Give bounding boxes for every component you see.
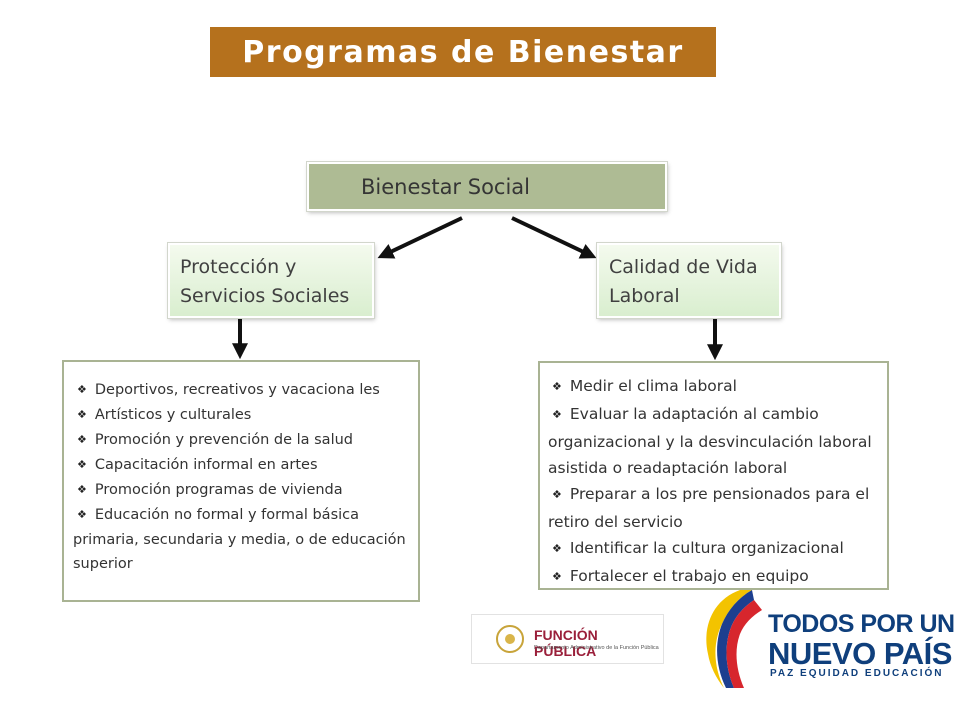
list-item: ❖ Fortalecer el trabajo en equipo [548, 563, 879, 591]
list-item: ❖ Identificar la cultura organizacional [548, 535, 879, 563]
root-node-bienestar-social: Bienestar Social [307, 162, 667, 211]
list-item: ❖Evaluar la adaptación al cambio organiz… [548, 401, 879, 481]
list-item-text: Medir el clima laboral [569, 377, 737, 395]
diamond-bullet-icon: ❖ [77, 483, 87, 496]
funcion-publica-logo: FUNCIÓN PÚBLICA Departamento Administrat… [471, 614, 664, 664]
list-item: ❖ Promoción programas de vivienda [73, 478, 409, 503]
root-node-label: Bienestar Social [361, 174, 531, 199]
nuevo-pais-line1: TODOS POR UN [768, 610, 955, 638]
diamond-bullet-icon: ❖ [552, 380, 562, 393]
funcion-publica-name: FUNCIÓN PÚBLICA [534, 627, 598, 659]
list-item-text: Identificar la cultura organizacional [569, 539, 844, 557]
node-label-line2: Servicios Sociales [180, 285, 350, 307]
list-item: ❖Preparar a los pre pensionados para el … [548, 481, 879, 535]
arrow-root-to-right [511, 216, 597, 259]
list-calidad-vida: ❖Medir el clima laboral ❖Evaluar la adap… [538, 361, 889, 590]
node-label-line1: Protección y [180, 256, 297, 278]
nuevo-pais-tagline: PAZ EQUIDAD EDUCACIÓN [770, 668, 944, 679]
list-item-text: Preparar a los pre pensionados para el r… [548, 485, 870, 531]
node-label-line2: Laboral [609, 285, 680, 307]
list-item: ❖Educación no formal y formal básica pri… [73, 503, 409, 576]
funcion-publica-subtitle: Departamento Administrativo de la Funció… [534, 645, 659, 651]
nuevo-pais-line2: NUEVO PAÍS [768, 636, 952, 671]
list-item: ❖ Artísticos y culturales [73, 403, 409, 428]
coat-of-arms-icon [496, 625, 524, 653]
diamond-bullet-icon: ❖ [77, 508, 87, 521]
arrow-root-to-left [377, 216, 463, 259]
diamond-bullet-icon: ❖ [77, 458, 87, 471]
list-item-text: Artísticos y culturales [94, 407, 252, 423]
list-item-text: Deportivos, recreativos y vacaciona les [94, 382, 380, 398]
list-item: ❖ Promoción y prevención de la salud [73, 428, 409, 453]
diamond-bullet-icon: ❖ [552, 488, 562, 501]
colombia-ribbon-icon [706, 590, 762, 688]
diamond-bullet-icon: ❖ [77, 383, 87, 396]
diamond-bullet-icon: ❖ [552, 570, 562, 583]
list-item: ❖ Capacitación informal en artes [73, 453, 409, 478]
list-item: ❖ Deportivos, recreativos y vacaciona les [73, 378, 409, 403]
diamond-bullet-icon: ❖ [77, 433, 87, 446]
list-item-text: Capacitación informal en artes [94, 457, 318, 473]
list-item-text: Evaluar la adaptación al cambio organiza… [548, 405, 872, 477]
list-item: ❖ Medir el clima laboral [548, 373, 879, 401]
page-title: Programas de Bienestar [210, 27, 716, 77]
list-item-text: Promoción programas de vivienda [94, 482, 343, 498]
list-item-text: Educación no formal y formal básica prim… [73, 507, 406, 572]
node-calidad-vida: Calidad de Vida Laboral [597, 243, 781, 318]
diamond-bullet-icon: ❖ [77, 408, 87, 421]
diamond-bullet-icon: ❖ [552, 542, 562, 555]
list-proteccion-servicios: ❖ Deportivos, recreativos y vacaciona les… [62, 360, 420, 602]
todos-por-un-nuevo-pais-logo: TODOS POR UN NUEVO PAÍS PAZ EQUIDAD EDUC… [700, 588, 955, 693]
list-item-text: Promoción y prevención de la salud [94, 432, 353, 448]
node-proteccion-servicios: Protección y Servicios Sociales [168, 243, 374, 318]
diamond-bullet-icon: ❖ [552, 408, 562, 421]
list-item-text: Fortalecer el trabajo en equipo [569, 567, 809, 585]
node-label-line1: Calidad de Vida [609, 256, 758, 278]
